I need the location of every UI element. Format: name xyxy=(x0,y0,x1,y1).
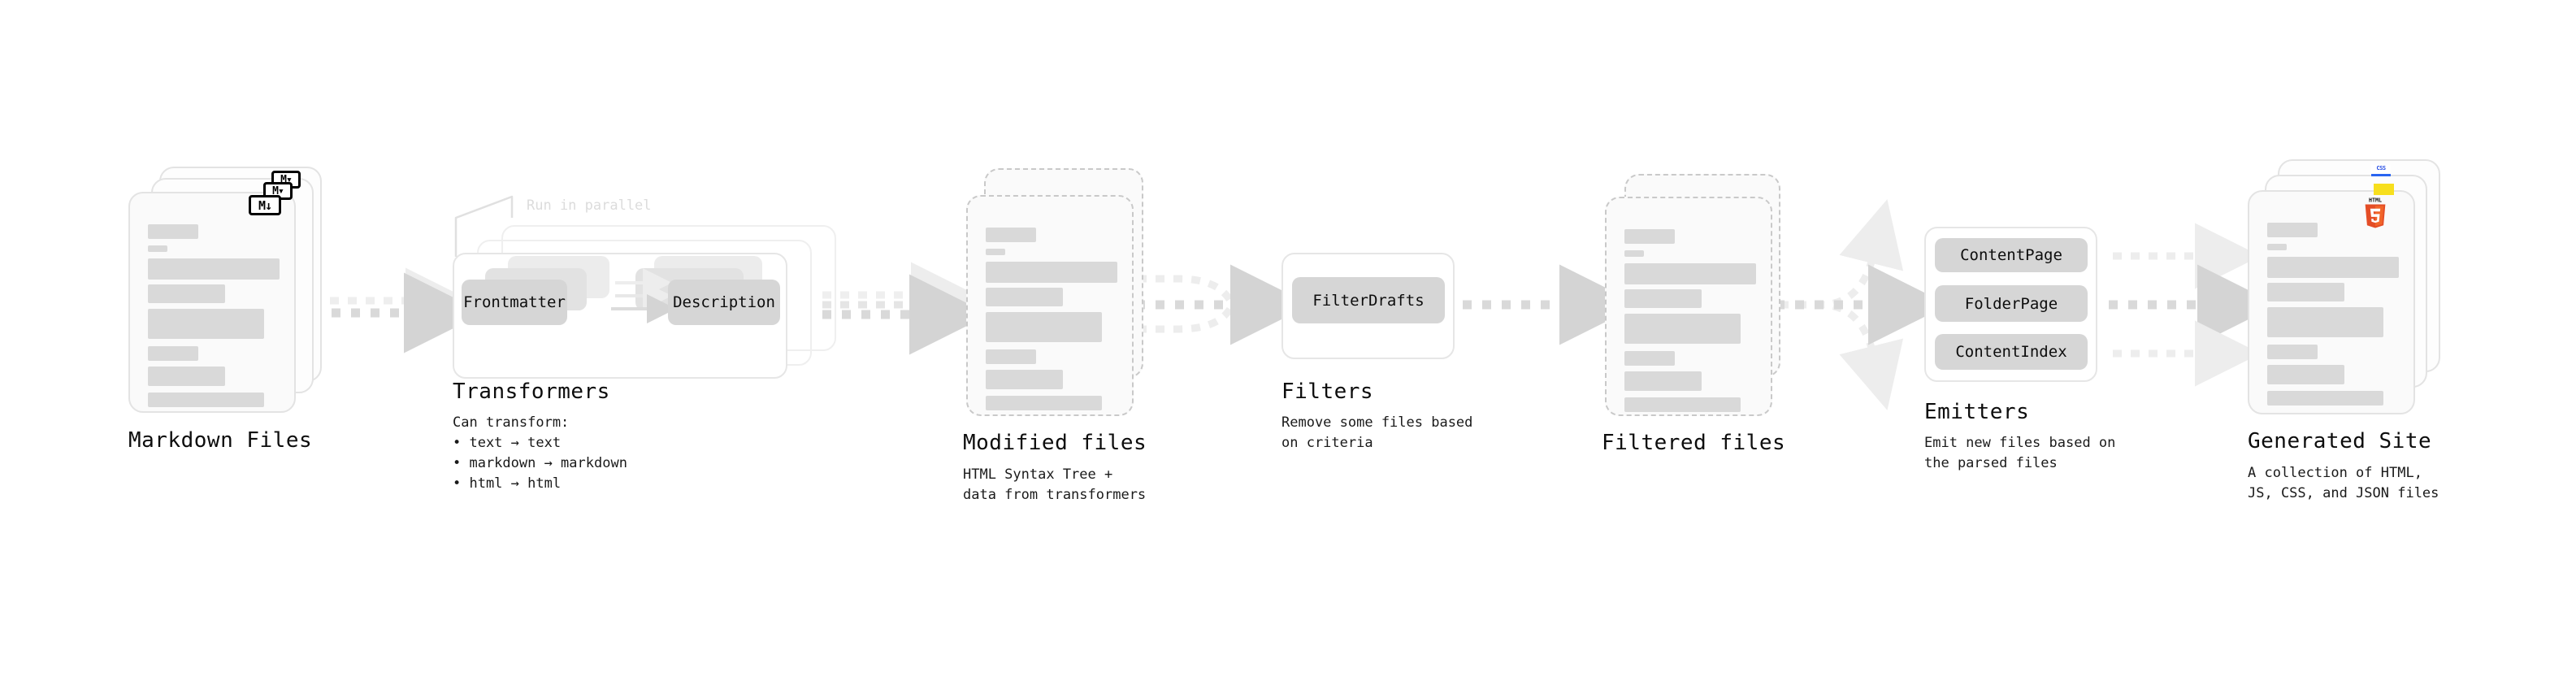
connector-emitters-to-site xyxy=(2109,223,2278,387)
site-card-front xyxy=(2248,190,2415,414)
stage-subtitle-filters: Remove some files based on criteria xyxy=(1281,414,1473,451)
stage-title-filtered-files: Filtered files xyxy=(1602,431,1786,455)
stage-title-transformers: Transformers xyxy=(453,380,610,404)
stage-title-generated-site: Generated Site xyxy=(2248,429,2432,453)
site-doc-bars xyxy=(2249,192,2413,413)
modified-doc-bars xyxy=(968,197,1132,414)
connector-transformers-to-modified xyxy=(822,262,990,355)
stage-subtitle-emitters: Emit new files based on the parsed files xyxy=(1924,435,2116,471)
stage-subtitle-generated-site: A collection of HTML, JS, CSS, and JSON … xyxy=(2248,465,2439,501)
html5-icon: HTML xyxy=(2365,197,2386,228)
connector-markdown-to-transformers xyxy=(312,267,484,354)
stage-title-filters: Filters xyxy=(1281,380,1374,404)
connector-modified-to-filters xyxy=(1136,264,1311,345)
connector-filtered-to-emitters xyxy=(1776,199,1949,410)
modified-card-front xyxy=(966,195,1134,416)
stage-title-modified-files: Modified files xyxy=(963,431,1147,455)
filtered-card-front xyxy=(1605,197,1772,416)
markdown-icon-front: M↓ xyxy=(249,195,281,215)
markdown-doc-bars xyxy=(130,193,294,411)
markdown-card-front xyxy=(128,192,296,413)
emitter-chip-contentindex[interactable]: ContentIndex xyxy=(1935,334,2088,370)
svg-text:HTML: HTML xyxy=(2369,197,2382,204)
transformer-chip-frontmatter[interactable]: Frontmatter xyxy=(462,280,567,325)
stage-subtitle-modified-files: HTML Syntax Tree + data from transformer… xyxy=(963,466,1147,503)
stage-title-markdown-files: Markdown Files xyxy=(128,428,313,453)
css3-icon: CSS xyxy=(2371,165,2391,176)
stage-title-emitters: Emitters xyxy=(1924,400,2030,424)
emitter-chip-folderpage[interactable]: FolderPage xyxy=(1935,285,2088,322)
filtered-doc-bars xyxy=(1607,198,1771,414)
markdown-icon-glyph: M↓ xyxy=(258,197,272,213)
run-in-parallel-label: Run in parallel xyxy=(527,197,652,214)
transformer-chip-description[interactable]: Description xyxy=(668,280,780,325)
filter-chip-filterdrafts[interactable]: FilterDrafts xyxy=(1292,277,1445,323)
javascript-icon xyxy=(2374,184,2394,195)
emitter-chip-contentpage[interactable]: ContentPage xyxy=(1935,238,2088,272)
stage-subtitle-transformers: Can transform: • text → text • markdown … xyxy=(453,414,627,492)
markdown-icon-glyph: M▾ xyxy=(272,184,284,197)
css3-icon-label: CSS xyxy=(2376,165,2386,171)
